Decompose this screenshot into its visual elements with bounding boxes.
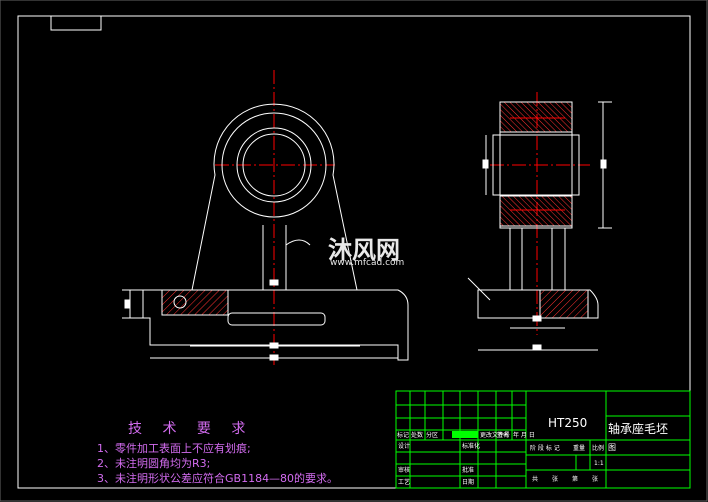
support-rib [262, 225, 287, 290]
dim-mark-2 [269, 342, 279, 349]
side-leader [467, 277, 491, 301]
material-label: HT250 [548, 416, 588, 430]
rib-fillet [285, 239, 311, 246]
header-cell-4: 更改文件号 [480, 432, 511, 439]
base-hatch-left [161, 289, 229, 316]
tech-requirement-item-2: 2、未注明圆角均为R3; [97, 457, 211, 470]
bore-inner-circle [242, 133, 306, 197]
stage-cell-1: 阶 段 标 记 [530, 445, 560, 452]
sheet-cell-1: 共 [532, 476, 539, 483]
side-base-hatch [539, 289, 589, 319]
tech-requirement-item-1: 1、零件加工表面上不应有划痕; [97, 442, 251, 455]
title-block-grid [395, 390, 691, 489]
dim-mark-4 [269, 279, 279, 286]
sheet-cell-2: 张 [552, 476, 559, 483]
tech-requirement-item-3: 3、未注明形状公差应符合GB1184—80的要求。 [97, 472, 339, 485]
part-name-label: 轴承座毛坯 [608, 422, 669, 436]
sheet-frame [17, 15, 691, 489]
bearing-housing-outline [191, 103, 358, 291]
sheet-cell-3: 第 [572, 476, 579, 483]
row-label-process: 工艺 [398, 479, 411, 486]
base-slot [227, 312, 326, 326]
side-base [477, 289, 599, 319]
sheet-cell-4: 张 [592, 476, 599, 483]
sheet-corner-box [50, 15, 102, 31]
bore-outer-circle [236, 127, 312, 203]
scale-value: 1:1 [594, 460, 604, 467]
side-dim-mark-2 [532, 315, 542, 322]
mid-label-standard: 标准化 [462, 443, 481, 450]
header-cell-1: 标记 [397, 432, 410, 439]
side-column [509, 228, 566, 290]
header-cell-3: 分区 [426, 432, 439, 439]
side-dim-mark-1 [532, 344, 542, 351]
header-cell-6: 年 月 日 [513, 432, 535, 439]
stage-cell-3: 比例 [592, 445, 605, 452]
watermark-brand: 沐风网 [328, 236, 400, 264]
header-cell-2: 处数 [411, 432, 424, 439]
side-dim-mark-3 [600, 159, 607, 169]
header-cell-5: 签名 [497, 432, 510, 439]
side-dim-mark-4 [482, 159, 489, 169]
base-plate [142, 289, 409, 361]
mid-label-approve: 批准 [462, 467, 475, 474]
mid-label-date: 日期 [462, 479, 475, 486]
tech-requirements-title: 技 术 要 求 [128, 421, 254, 437]
dim-mark-1 [269, 354, 279, 361]
front-view [122, 70, 409, 365]
hub-hatch-top [499, 101, 573, 133]
row-label-review: 审核 [398, 467, 411, 474]
stage-cell-2: 重量 [573, 445, 586, 452]
title-block-highlight [452, 431, 478, 438]
base-hole-left [173, 295, 187, 309]
dim-mark-3 [124, 299, 131, 309]
row-label-design: 设计 [398, 443, 411, 450]
watermark-url: www.mfcad.com [330, 258, 405, 268]
hub-hatch-bottom [499, 195, 573, 227]
sheet-char: 图 [608, 443, 616, 452]
hub-bore [492, 134, 580, 196]
housing-top-arc [221, 112, 327, 218]
side-view [467, 92, 612, 351]
